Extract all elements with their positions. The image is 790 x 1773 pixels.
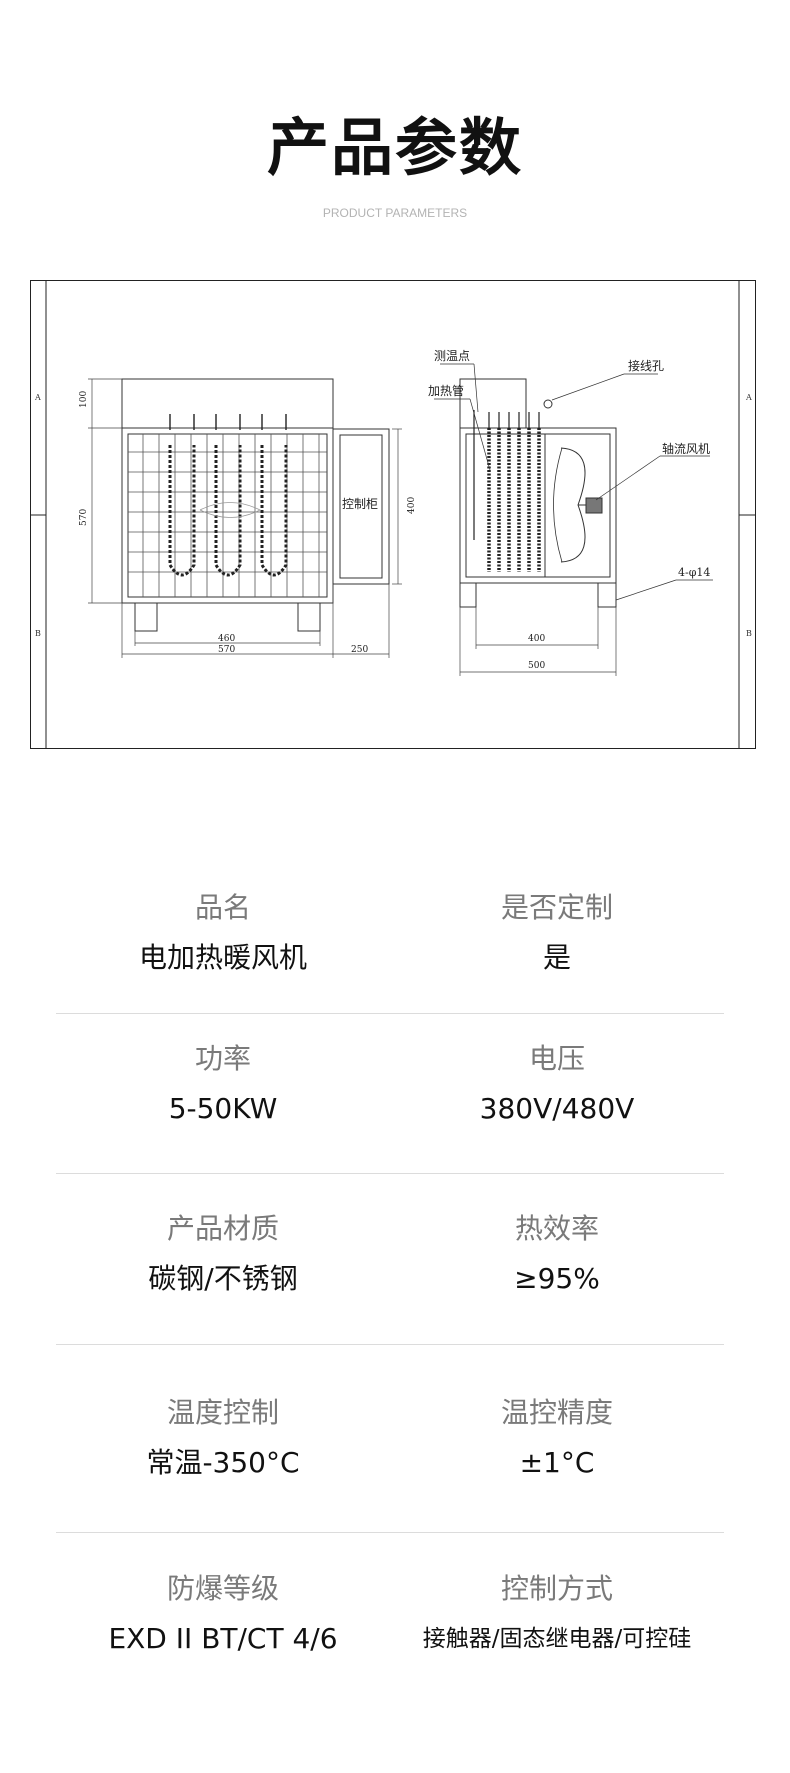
dim-side-outer: 500 [528,661,545,671]
param-cell: 控制方式 接触器/固态继电器/可控硅 [390,1571,724,1657]
param-value: ≥95% [514,1262,600,1295]
page-subtitle: PRODUCT PARAMETERS [322,206,468,220]
frame-mark: B [35,629,41,638]
param-value: 380V/480V [479,1092,635,1125]
param-cell: 功率 5-50KW [56,1041,390,1127]
dim-width-outer: 570 [218,645,235,655]
label-wiring-hole: 接线孔 [628,358,664,373]
dim-body-height: 570 [79,509,89,526]
side-view-heating-tubes [487,428,541,572]
param-value: 电加热暖风机 [138,941,307,974]
page-title: 产品参数 [266,111,523,184]
param-label: 温度控制 [166,1396,279,1429]
param-row: 防爆等级 EXD II BT/CT 4/6 控制方式 接触器/固态继电器/可控硅 [56,1533,724,1703]
param-label: 产品材质 [166,1212,279,1245]
param-label: 控制方式 [500,1572,613,1605]
param-label: 热效率 [514,1212,599,1245]
param-row: 产品材质 碳钢/不锈钢 热效率 ≥95% [56,1174,724,1345]
dim-top-height: 100 [79,391,89,408]
frame-mark: B [746,629,752,638]
param-value: 碳钢/不锈钢 [148,1262,298,1295]
param-row: 温度控制 常温-350°C 温控精度 ±1°C [56,1345,724,1533]
side-view-dimensions [459,607,617,676]
label-temp-point: 测温点 [434,349,470,363]
param-value: EXD II BT/CT 4/6 [108,1622,338,1655]
param-value: 5-50KW [168,1092,278,1125]
param-value: 接触器/固态继电器/可控硅 [422,1626,692,1652]
param-cell: 热效率 ≥95% [390,1211,724,1297]
parameter-table: 品名 电加热暖风机 是否定制 是 功率 5-50KW 电压 380V/480V … [56,870,724,1703]
param-row: 品名 电加热暖风机 是否定制 是 [56,870,724,1014]
dim-control-height: 400 [407,497,417,514]
param-cell: 防爆等级 EXD II BT/CT 4/6 [56,1571,390,1657]
param-cell: 电压 380V/480V [390,1041,724,1127]
dim-width-inner: 460 [218,634,235,644]
frame-mark: A [34,393,41,402]
param-cell: 温控精度 ±1°C [390,1395,724,1481]
param-value: 是 [542,941,571,974]
dim-control-width: 250 [351,645,368,655]
front-view-dimensions [88,378,402,658]
drawing-frame [30,280,756,749]
param-row: 功率 5-50KW 电压 380V/480V [56,1014,724,1174]
param-cell: 是否定制 是 [390,890,724,976]
label-axial-fan: 轴流风机 [662,441,710,456]
param-label: 电压 [528,1042,585,1075]
front-view [121,378,390,632]
label-foot-holes: 4-φ14 [678,566,710,579]
param-value: 常温-350°C [146,1446,300,1479]
label-heating-tube: 加热管 [428,383,464,398]
param-label: 温控精度 [500,1396,613,1429]
param-label: 是否定制 [500,891,613,924]
param-cell: 温度控制 常温-350°C [56,1395,390,1481]
param-label: 防爆等级 [166,1572,279,1605]
param-label: 功率 [194,1042,251,1075]
param-value: ±1°C [519,1446,595,1479]
param-cell: 品名 电加热暖风机 [56,890,390,976]
frame-mark: A [745,393,752,402]
control-cabinet-label: 控制柜 [342,497,378,511]
technical-drawing: A B A B [30,280,756,749]
param-label: 品名 [194,891,251,924]
param-cell: 产品材质 碳钢/不锈钢 [56,1211,390,1297]
dim-side-inner: 400 [528,634,545,644]
